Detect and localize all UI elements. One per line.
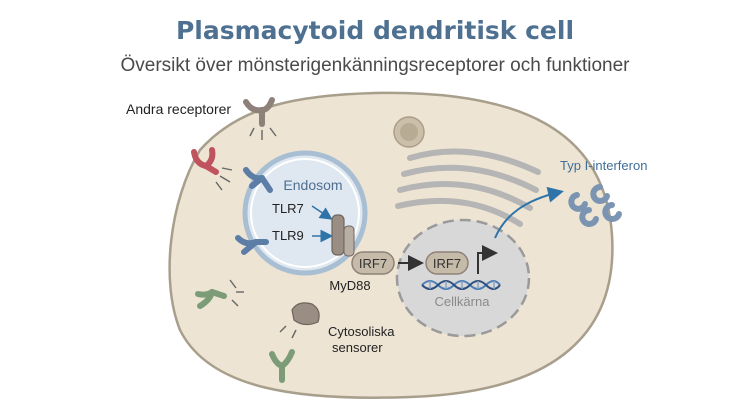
nucleus-label: Cellkärna <box>435 294 491 309</box>
signal-rays-icon <box>249 127 277 140</box>
svg-text:IRF7: IRF7 <box>433 256 461 271</box>
myd88-label: MyD88 <box>329 278 370 293</box>
irf7-cytoplasm-badge: IRF7 <box>351 251 395 275</box>
svg-text:IRF7: IRF7 <box>359 256 387 271</box>
cell-membrane <box>168 91 614 399</box>
other-receptor-gray-icon <box>243 97 275 127</box>
cytosolic-receptor-green-icon <box>269 349 295 383</box>
tlr9-receptor-icon <box>235 235 269 255</box>
signal-rays-icon <box>229 279 244 307</box>
myd88-adaptor-icon <box>331 214 355 257</box>
cytosolic-sensor-icon <box>291 302 320 326</box>
cytosolic-sensors-label-line1: Cytosoliska <box>328 324 395 339</box>
tlr7-arrow-icon <box>311 205 333 220</box>
interferon-molecules-icon <box>568 184 622 227</box>
transcription-arrow-icon <box>477 245 498 274</box>
signal-rays-icon <box>215 167 233 191</box>
golgi-icon <box>395 148 541 227</box>
interferon-label: Typ I-interferon <box>560 158 647 173</box>
vesicle-icon <box>393 116 425 148</box>
dna-icon <box>421 280 501 290</box>
tlr7-label: TLR7 <box>272 201 304 216</box>
page-title: Plasmacytoid dendritisk cell <box>175 16 575 45</box>
signal-rays-icon <box>279 325 297 339</box>
nucleus <box>395 218 531 338</box>
secretion-arrow-icon <box>494 186 564 239</box>
other-receptors-label: Andra receptorer <box>126 101 231 117</box>
cytosolic-sensors-label-line2: sensorer <box>332 340 383 355</box>
page-subtitle: Översikt över mönsterigenkänningsrecepto… <box>120 55 630 76</box>
other-receptor-green-icon <box>195 289 227 309</box>
other-receptor-red-icon <box>191 147 219 175</box>
tlr7-receptor-icon <box>243 167 273 193</box>
irf7-nucleus-badge: IRF7 <box>425 251 469 275</box>
endosome-label: Endosom <box>283 177 342 193</box>
tlr9-label: TLR9 <box>272 228 304 243</box>
